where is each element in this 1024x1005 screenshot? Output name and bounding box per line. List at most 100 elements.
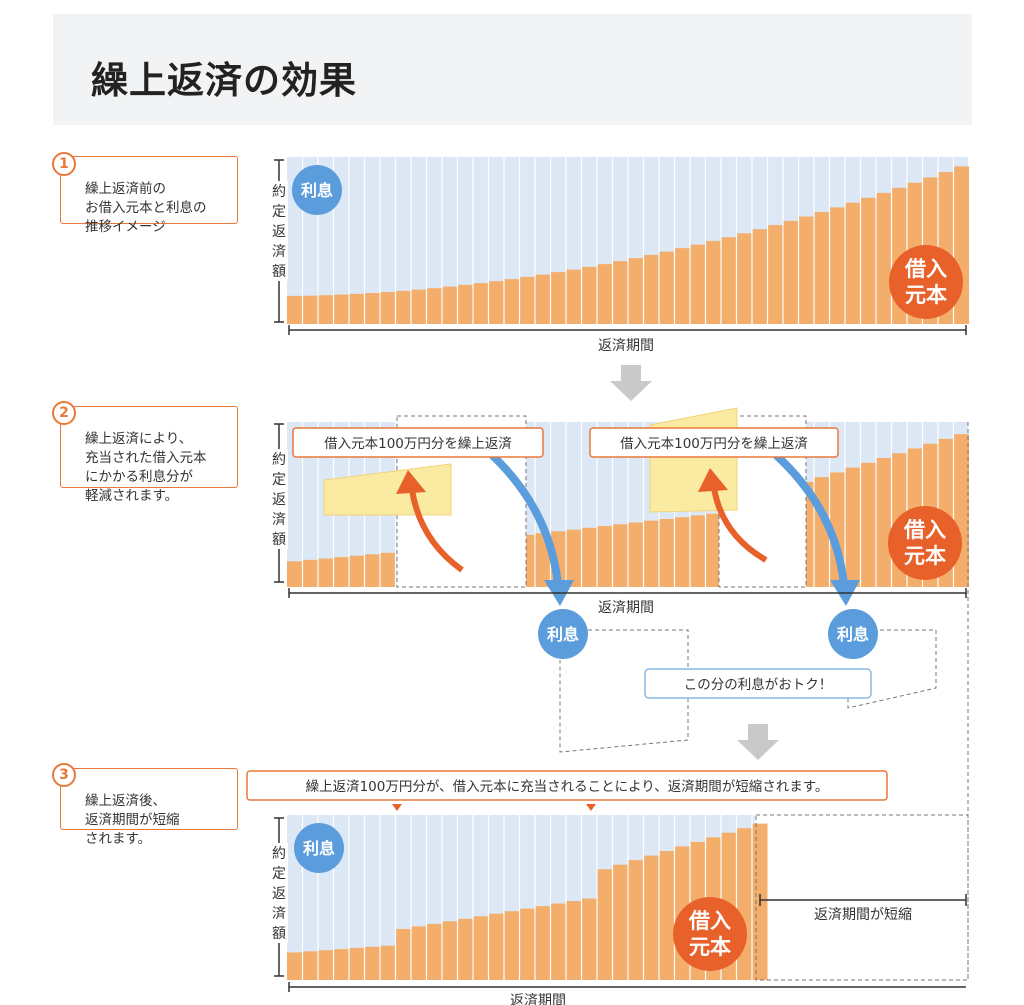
- principal-bar: [566, 269, 582, 324]
- step-2-text: 繰上返済により、 充当された借入元本 にかかる利息分が 軽減されます。: [85, 431, 207, 504]
- page-header: 繰上返済の効果: [53, 14, 972, 125]
- principal-bar: [302, 951, 318, 980]
- principal-bar: [876, 458, 892, 587]
- step-2-box: 繰上返済により、 充当された借入元本 にかかる利息分が 軽減されます。: [60, 406, 238, 504]
- principal-bar: [380, 552, 396, 587]
- principal-bar: [566, 529, 582, 587]
- principal-bar: [519, 276, 535, 324]
- principal-bar: [333, 949, 349, 980]
- principal-bar: [550, 903, 566, 980]
- principal-bar: [287, 295, 303, 324]
- step-1-box: 繰上返済前の お借入元本と利息の 推移イメージ: [60, 156, 238, 235]
- principal-bar: [426, 923, 442, 980]
- principal-bar: [364, 946, 380, 980]
- principal-bar: [690, 244, 706, 324]
- down-arrow-1: [610, 365, 652, 401]
- orange-arrow-1-head: [396, 470, 426, 494]
- panel-3-principal-bars: [287, 823, 768, 980]
- principal-bar: [829, 207, 845, 324]
- principal-bar: [581, 898, 597, 980]
- moved-principal-2: [649, 407, 738, 513]
- vertical-axis-char: 返: [272, 492, 286, 508]
- principal-bar: [380, 945, 396, 980]
- principal-bar: [643, 855, 659, 980]
- pointer-triangle-2: [586, 804, 596, 811]
- vertical-axis-char: 済: [272, 906, 286, 922]
- step-1-number: 1: [52, 152, 76, 176]
- principal-bar: [643, 520, 659, 587]
- principal-bar: [395, 290, 411, 324]
- principal-bar: [318, 295, 334, 324]
- principal-bar: [597, 526, 613, 587]
- step-1-text: 繰上返済前の お借入元本と利息の 推移イメージ: [85, 181, 207, 235]
- blue-arrow-2: [773, 452, 848, 586]
- principal-bar: [845, 467, 861, 587]
- vertical-axis-char: 額: [272, 532, 286, 548]
- principal-bar: [287, 952, 303, 980]
- principal-bar: [318, 558, 334, 587]
- principal-circle-3: [673, 897, 747, 971]
- vertical-label-bg: [270, 903, 288, 923]
- vertical-axis-char: 約: [272, 452, 286, 468]
- vertical-label-bg: [270, 843, 288, 863]
- principal-bar: [395, 929, 411, 980]
- principal-bar: [442, 921, 458, 980]
- shortened-label: 返済期間が短縮: [814, 907, 912, 923]
- principal-bar: [814, 212, 830, 324]
- interest-circle-2: [538, 609, 588, 659]
- pointer-triangle-1: [392, 804, 402, 811]
- principal-bar: [349, 555, 365, 587]
- principal-bar: [411, 289, 427, 324]
- vertical-axis-char: 額: [272, 264, 286, 280]
- orange-arrow-2-head: [698, 468, 728, 492]
- step-3-text: 繰上返済後、 返済期間が短縮 されます。: [85, 793, 180, 847]
- result-callout-box: [246, 770, 888, 801]
- principal-bar: [349, 947, 365, 980]
- principal-bar: [767, 225, 783, 324]
- interest-label-4: 利息: [303, 839, 335, 858]
- principal-bar: [628, 258, 644, 324]
- interest-label-1: 利息: [301, 181, 333, 200]
- interest-label-3: 利息: [837, 625, 869, 644]
- vertical-label-bg: [270, 863, 288, 883]
- principal-label-1a: 借入: [904, 257, 947, 281]
- principal-bar: [752, 229, 768, 324]
- vertical-label-bg: [270, 241, 288, 261]
- principal-bar: [628, 522, 644, 587]
- blue-arrow-1: [489, 452, 562, 586]
- vertical-label-bg: [270, 201, 288, 221]
- vertical-axis-char: 定: [272, 204, 286, 220]
- interest-label-2: 利息: [547, 625, 579, 644]
- principal-bar: [504, 279, 520, 324]
- principal-bar: [566, 901, 582, 980]
- vertical-label-bg: [270, 261, 288, 281]
- shortened-area: [755, 814, 969, 981]
- prepay-callout-2-box: [589, 427, 839, 458]
- principal-bar: [612, 261, 628, 324]
- vertical-axis-char: 定: [272, 472, 286, 488]
- principal-bar: [488, 281, 504, 324]
- principal-label-2a: 借入: [903, 518, 946, 542]
- principal-bar: [581, 266, 597, 324]
- savings-callout-box: [644, 668, 872, 699]
- panel-3: [287, 804, 969, 981]
- principal-bar: [504, 911, 520, 980]
- principal-bar: [550, 272, 566, 324]
- interest-circle-3: [828, 609, 878, 659]
- orange-arrow-2: [711, 487, 768, 563]
- vertical-label-bg: [270, 509, 288, 529]
- principal-bar: [473, 916, 489, 980]
- principal-bar: [628, 860, 644, 980]
- vertical-axis-char: 約: [272, 184, 286, 200]
- interest-circle-4: [294, 823, 344, 873]
- horizontal-axis-label-3: 返済期間: [510, 993, 566, 1005]
- horizontal-axis-label-1: 返済期間: [598, 338, 654, 354]
- principal-label-3b: 元本: [689, 935, 731, 959]
- principal-bar: [287, 561, 303, 587]
- principal-bar: [705, 513, 721, 587]
- principal-bar: [380, 292, 396, 324]
- principal-bar: [364, 293, 380, 324]
- principal-bar: [457, 918, 473, 980]
- principal-bar: [674, 517, 690, 587]
